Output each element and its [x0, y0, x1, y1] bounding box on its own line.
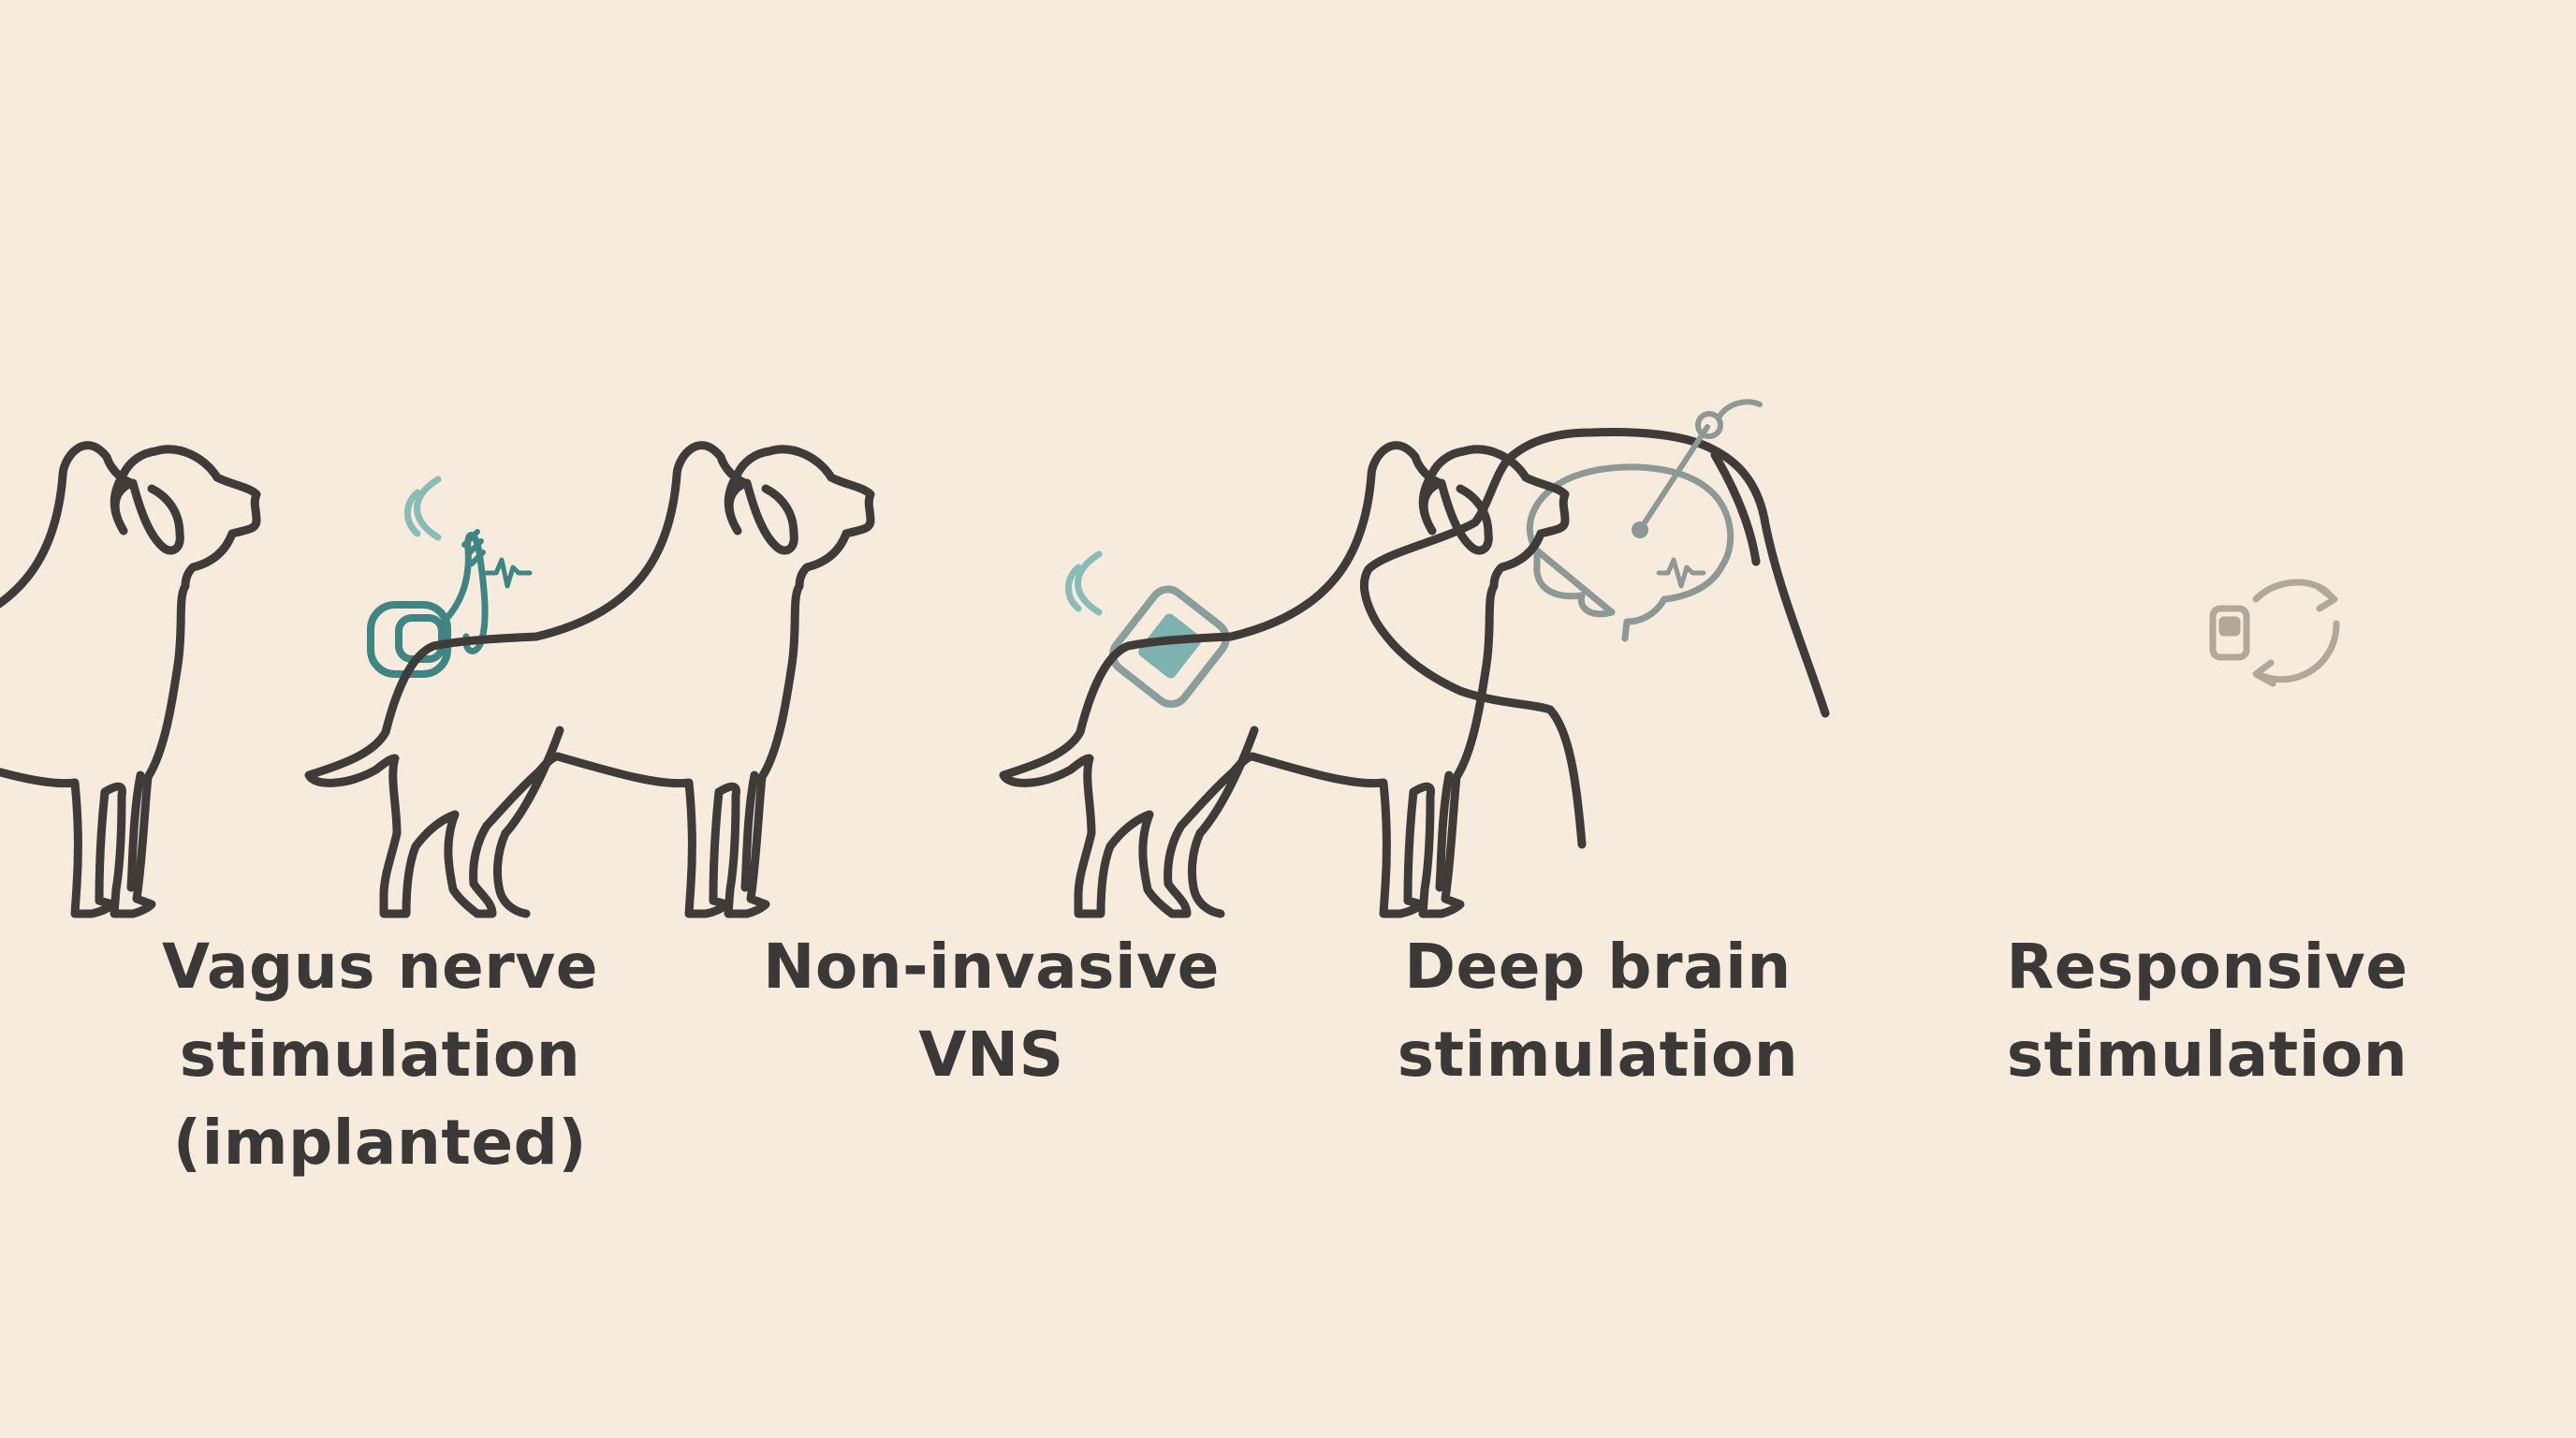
label-deep-brain-stimulation: Deep brain stimulation: [1308, 923, 1888, 1099]
label-line: (implanted): [172, 1107, 588, 1179]
label-responsive-stimulation: Responsive stimulation: [1917, 923, 2497, 1099]
dog-ear-icon: [1710, 450, 1761, 566]
signal-waves-icon: [408, 479, 439, 537]
dog-icon: [309, 446, 871, 914]
label-line: stimulation: [1397, 1019, 1799, 1091]
label-non-invasive-vns: Non-invasive VNS: [701, 923, 1281, 1099]
electrode-tip-icon: [1632, 521, 1648, 538]
dog-icon: [1003, 446, 1565, 914]
electrode-lead-icon: [1637, 424, 1710, 533]
label-vagus-nerve-stimulation-implanted: Vagus nerve stimulation (implanted): [90, 923, 670, 1187]
label-line: Deep brain: [1404, 931, 1792, 1003]
responsive-device-icon: [2209, 605, 2250, 661]
feedback-loop-icon: [2252, 579, 2340, 687]
label-line: VNS: [918, 1019, 1064, 1091]
electrode-coil-icon: [461, 529, 486, 566]
panel-2-illustration: [309, 446, 1230, 914]
label-line: stimulation: [179, 1019, 581, 1091]
brain-icon: [1526, 463, 1734, 642]
nerve-pulse-icon: [484, 557, 533, 589]
label-line: Non-invasive: [763, 931, 1220, 1003]
label-line: Vagus nerve: [161, 931, 599, 1003]
panel-4-illustration: [1003, 446, 2340, 914]
panel-3-illustration: [1360, 399, 1830, 849]
signal-waves-icon: [1069, 554, 1100, 612]
electrode-connector-icon: [1695, 411, 1723, 439]
lead-extension-icon: [1716, 399, 1763, 420]
label-line: stimulation: [2006, 1019, 2408, 1091]
label-line: Responsive: [2006, 931, 2408, 1003]
dog-icon: [0, 446, 256, 914]
brain-activity-icon: [1656, 557, 1706, 589]
dog-head-icon: [1360, 428, 1830, 849]
collar-device-icon: [1109, 585, 1230, 709]
